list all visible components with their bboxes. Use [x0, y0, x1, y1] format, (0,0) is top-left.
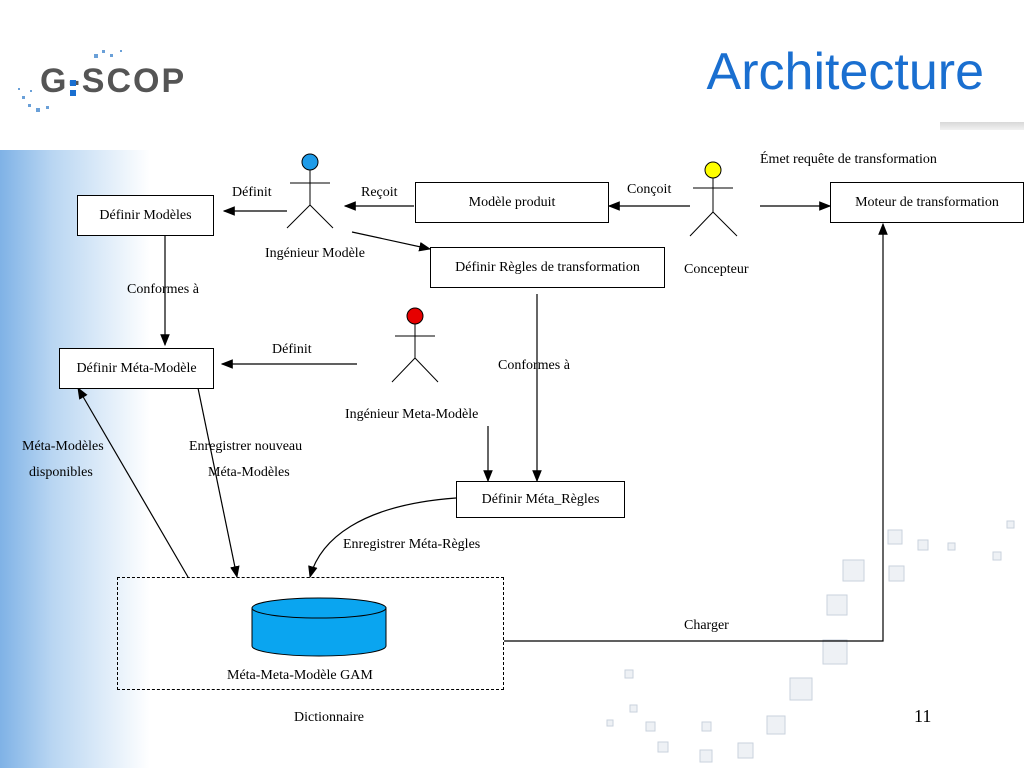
actor-concepteur: [689, 161, 738, 237]
box-definir-meta-regles: Définir Méta_Règles: [456, 481, 625, 518]
box-modele-produit: Modèle produit: [415, 182, 609, 223]
edge-label-recoit: Reçoit: [361, 185, 398, 200]
logo-dots: [18, 50, 122, 112]
edge-label-disponibles: disponibles: [29, 465, 93, 480]
edge-label-definit-2: Définit: [272, 342, 312, 357]
left-gradient-decoration: [0, 150, 150, 768]
label-concepteur: Concepteur: [684, 262, 749, 277]
gscop-logo: G-SCOP: [40, 62, 187, 100]
edge-label-concoit: Conçoit: [627, 182, 672, 197]
arrows: [77, 201, 888, 642]
box-definir-meta-modele: Définir Méta-Modèle: [59, 348, 214, 389]
database-cylinder: [251, 597, 387, 657]
arrow-enregistrer-meta-modeles: [197, 387, 240, 579]
arrow-enregistrer-meta-regles: [308, 497, 457, 579]
edge-label-definit-1: Définit: [232, 185, 272, 200]
decorative-squares: [606, 520, 1015, 763]
actor-ingenieur-meta-modele: [391, 307, 439, 383]
edge-label-conformes-1: Conformes à: [127, 282, 199, 297]
box-definir-regles: Définir Règles de transformation: [430, 247, 665, 288]
slide-title: Architecture: [706, 43, 984, 101]
edge-label-enregistrer-nouveau: Enregistrer nouveau: [189, 439, 303, 454]
title-underline-bar: [940, 122, 1024, 130]
database-label: Méta-Meta-Modèle GAM: [227, 668, 373, 683]
edge-label-meta-modeles-1: Méta-Modèles: [22, 439, 104, 454]
edge-label-emet: Émet requête de transformation: [760, 152, 937, 167]
box-definir-modeles: Définir Modèles: [77, 195, 214, 236]
page-number: 11: [914, 706, 932, 726]
arrow-meta-modeles-disponibles: [77, 386, 189, 578]
edge-label-charger: Charger: [684, 618, 729, 633]
dictionary-label: Dictionnaire: [294, 710, 364, 725]
box-moteur-transformation: Moteur de transformation: [830, 182, 1024, 223]
actor-ingenieur-modele: [286, 153, 334, 229]
dictionary-frame: [117, 577, 504, 690]
arrow-charger: [504, 222, 888, 642]
edge-label-enregistrer-meta-regles: Enregistrer Méta-Règles: [343, 537, 481, 552]
arrow-im-to-regles: [351, 231, 432, 252]
label-ingenieur-modele: Ingénieur Modèle: [265, 246, 365, 261]
edge-label-meta-modeles-2: Méta-Modèles: [208, 465, 290, 480]
edge-label-conformes-2: Conformes à: [498, 358, 570, 373]
label-ingenieur-meta-modele: Ingénieur Meta-Modèle: [345, 407, 479, 422]
